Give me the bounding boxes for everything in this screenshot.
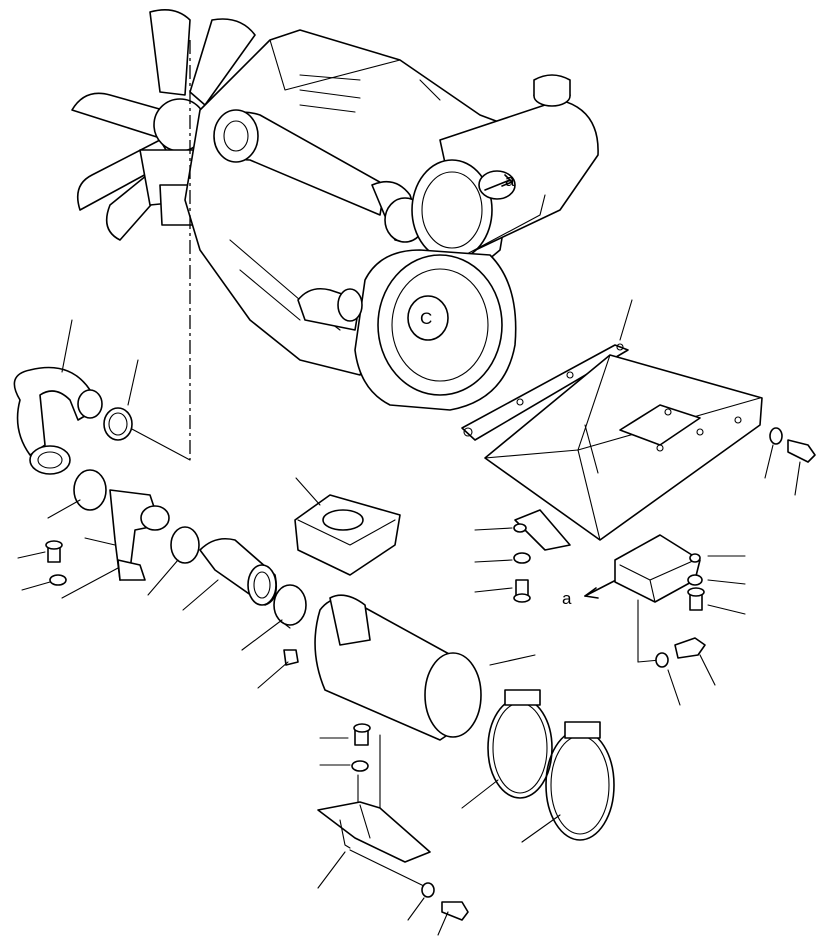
detail-letter-a-top: a	[505, 171, 515, 190]
mounted-air-cleaner: a	[411, 74, 599, 261]
flywheel-housing: C	[297, 249, 517, 411]
view-arrow-letter-a: a	[562, 589, 572, 608]
flywheel-letter-c: C	[420, 309, 432, 328]
engine-assembly: a C	[71, 9, 599, 461]
intake-parts-left	[13, 319, 307, 689]
bottom-support-bracket	[317, 723, 469, 936]
air-cleaner-body	[314, 594, 536, 741]
right-mount-bracket: a	[461, 299, 816, 706]
clamp-bands	[461, 689, 615, 843]
mounting-block	[294, 477, 401, 576]
